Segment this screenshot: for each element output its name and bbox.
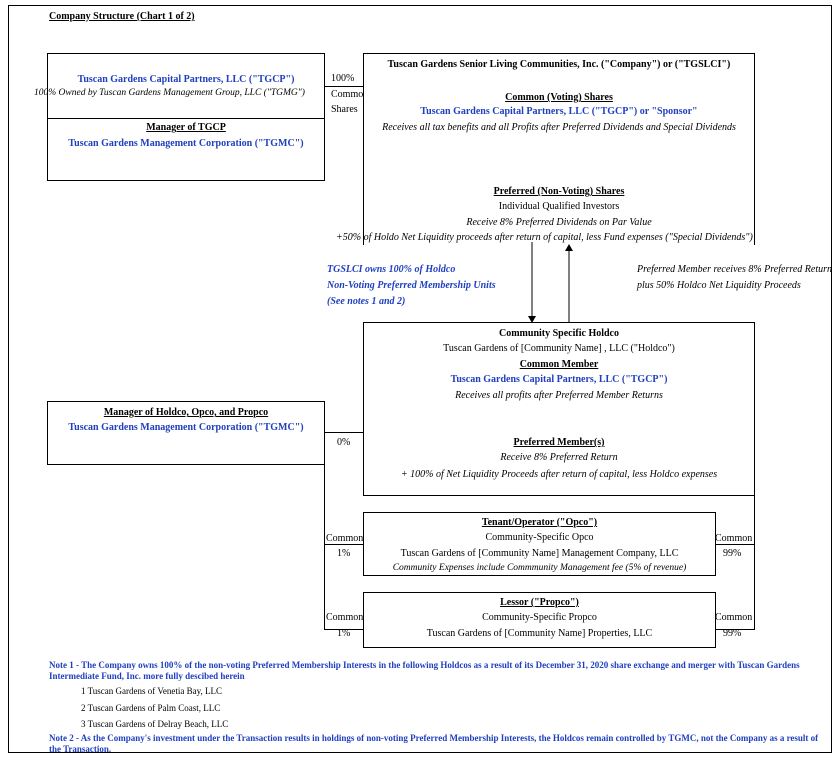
holdco-preferred-desc1: Receive 8% Preferred Return <box>500 452 618 463</box>
holdco-box: Community Specific Holdco Tuscan Gardens… <box>363 322 755 496</box>
holdco-heading: Community Specific Holdco <box>499 328 619 339</box>
tgcp-company-connector <box>325 86 364 87</box>
opco-right-pct: 99% <box>723 548 742 559</box>
opco-heading: Tenant/Operator ("Opco") <box>481 517 598 528</box>
propco-left-connector <box>324 629 363 630</box>
holdco-common-holder: Tuscan Gardens Capital Partners, LLC ("T… <box>450 374 668 385</box>
company-holdco-arrows <box>528 242 573 324</box>
preferred-shares-desc2: +50% of Holdo Net Liquidity proceeds aft… <box>336 232 753 243</box>
tgcp-manager-name: Tuscan Gardens Management Corporation ("… <box>68 138 304 149</box>
tgcp-link-label-shares: Shares <box>331 104 358 115</box>
propco-type: Community-Specific Propco <box>482 612 597 623</box>
company-title: Tuscan Gardens Senior Living Communities… <box>387 59 731 70</box>
opco-name: Tuscan Gardens of [Community Name] Manag… <box>400 548 679 559</box>
manager-link-percent: 0% <box>337 437 351 448</box>
left-vertical-connector <box>324 465 325 630</box>
preferred-shares-heading: Preferred (Non-Voting) Shares <box>493 186 625 197</box>
propco-box: Lessor ("Propco") Community-Specific Pro… <box>363 592 716 648</box>
tgcp-link-percent: 100% <box>331 73 355 84</box>
holdco-preferred-desc2: + 100% of Net Liquidity Proceeds after r… <box>400 469 718 480</box>
common-shares-holder: Tuscan Gardens Capital Partners, LLC ("T… <box>420 106 698 117</box>
propco-right-pct: 99% <box>723 628 742 639</box>
holdco-preferred-heading: Preferred Member(s) <box>513 437 605 448</box>
opco-right-label: Common <box>715 533 753 544</box>
opco-left-pct: 1% <box>337 548 351 559</box>
tgcp-link-label-common: Common <box>331 89 369 100</box>
page-title: Company Structure (Chart 1 of 2) <box>49 11 195 22</box>
right-note-line2: plus 50% Holdco Net Liquidity Proceeds <box>637 280 801 291</box>
propco-heading: Lessor ("Propco") <box>500 597 579 608</box>
chart-frame <box>8 5 832 753</box>
tgcp-box: Tuscan Gardens Capital Partners, LLC ("T… <box>34 53 325 181</box>
left-note-line2: Non-Voting Preferred Membership Units <box>327 280 496 291</box>
company-box: Tuscan Gardens Senior Living Communities… <box>363 53 755 245</box>
tgcp-name: Tuscan Gardens Capital Partners, LLC ("T… <box>77 74 295 85</box>
tgcp-ownership: 100% Owned by Tuscan Gardens Management … <box>34 88 305 98</box>
manager-box: Manager of Holdco, Opco, and Propco Tusc… <box>47 401 325 465</box>
holdco-list-item: 2 Tuscan Gardens of Palm Coast, LLC <box>81 703 221 713</box>
opco-type: Community-Specific Opco <box>485 532 594 543</box>
opco-box: Tenant/Operator ("Opco") Community-Speci… <box>363 512 716 576</box>
preferred-shares-holder: Individual Qualified Investors <box>498 201 620 212</box>
opco-desc: Community Expenses include Commmunity Ma… <box>392 563 687 573</box>
opco-left-connector <box>324 544 363 545</box>
holdco-common-desc: Receives all profits after Preferred Mem… <box>455 390 663 401</box>
holdco-common-heading: Common Member <box>519 359 599 370</box>
holdco-name: Tuscan Gardens of [Community Name] , LLC… <box>443 343 675 354</box>
note-1: Note 1 - The Company owns 100% of the no… <box>49 660 800 681</box>
propco-left-pct: 1% <box>337 628 351 639</box>
left-note-line3: (See notes 1 and 2) <box>327 296 406 307</box>
propco-right-connector <box>716 629 755 630</box>
holdco-list-item: 1 Tuscan Gardens of Venetia Bay, LLC <box>81 686 222 696</box>
propco-right-label: Common <box>715 612 753 623</box>
right-vertical-connector <box>754 496 755 630</box>
holdco-list-item: 3 Tuscan Gardens of Delray Beach, LLC <box>81 719 229 729</box>
propco-name: Tuscan Gardens of [Community Name] Prope… <box>426 628 653 639</box>
tgcp-divider <box>48 118 324 119</box>
right-note-line1: Preferred Member receives 8% Preferred R… <box>637 264 832 275</box>
note-2: Note 2 - As the Company's investment und… <box>49 733 819 754</box>
tgcp-manager-heading: Manager of TGCP <box>146 122 226 133</box>
manager-holdco-connector <box>325 432 364 433</box>
common-shares-heading: Common (Voting) Shares <box>505 92 613 103</box>
opco-right-connector <box>716 544 755 545</box>
manager-name: Tuscan Gardens Management Corporation ("… <box>68 422 304 433</box>
left-note-line1: TGSLCI owns 100% of Holdco <box>327 264 456 275</box>
propco-left-label: Common <box>326 612 364 623</box>
manager-heading: Manager of Holdco, Opco, and Propco <box>103 407 269 418</box>
common-shares-desc: Receives all tax benefits and all Profit… <box>382 122 736 133</box>
preferred-shares-desc1: Receive 8% Preferred Dividends on Par Va… <box>466 217 652 228</box>
opco-left-label: Common <box>326 533 364 544</box>
